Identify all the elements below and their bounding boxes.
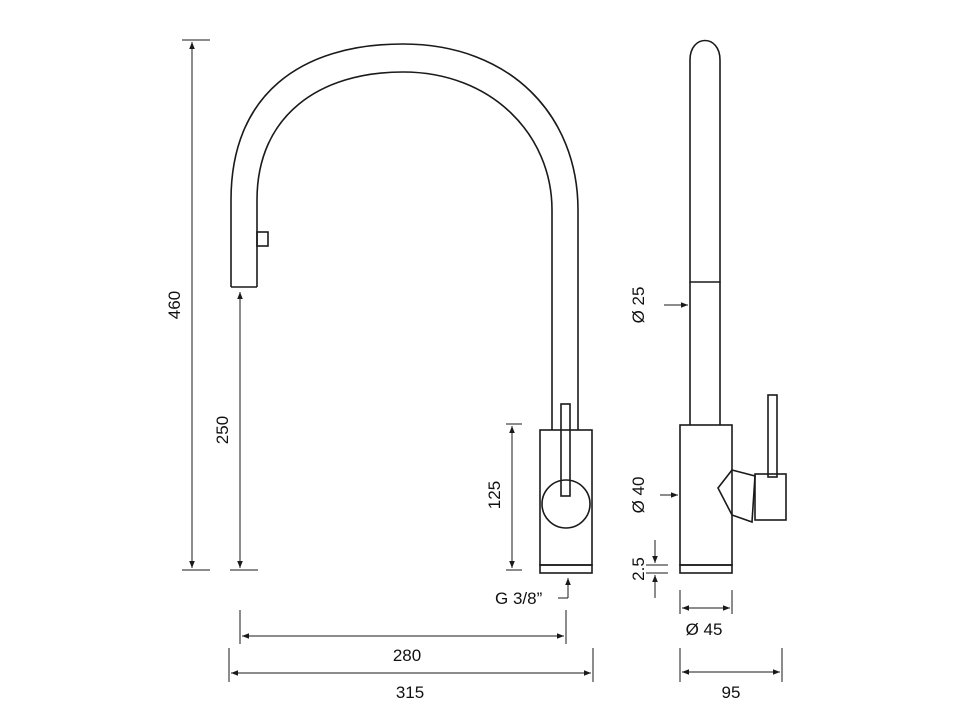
side-handle-block xyxy=(754,473,787,521)
dim-spout-diameter: Ø 25 xyxy=(629,287,648,324)
pullout-button xyxy=(256,231,269,247)
dim-base-diameter: Ø 45 xyxy=(686,620,723,639)
faucet-body xyxy=(539,429,593,566)
side-spout-lower xyxy=(689,282,721,425)
base-plate xyxy=(539,564,593,574)
dim-total-height: 460 xyxy=(165,291,184,319)
side-handle-lever xyxy=(767,394,778,478)
side-handle-wedge xyxy=(717,469,756,524)
dim-body-diameter: Ø 40 xyxy=(629,477,648,514)
spout-inner-outline xyxy=(256,71,553,430)
dim-spout-reach: 280 xyxy=(393,646,421,665)
side-base-plate xyxy=(679,564,733,574)
dim-total-depth: 315 xyxy=(396,683,424,702)
spout-outer-outline xyxy=(230,43,579,430)
side-spout-upper xyxy=(689,39,721,283)
handle-lever xyxy=(560,403,571,497)
side-view xyxy=(679,39,787,574)
dimension-lines: 460 250 125 G 3/8” 280 315 Ø 25 Ø 40 xyxy=(165,39,783,702)
front-view xyxy=(230,43,593,574)
dim-side-width: 95 xyxy=(722,683,741,702)
side-body xyxy=(679,424,733,566)
handle-knob xyxy=(541,479,591,529)
dim-base-thickness: 2.5 xyxy=(629,557,648,581)
dim-spout-height: 250 xyxy=(213,416,232,444)
dim-connection: G 3/8” xyxy=(495,589,543,608)
dim-body-height: 125 xyxy=(485,481,504,509)
